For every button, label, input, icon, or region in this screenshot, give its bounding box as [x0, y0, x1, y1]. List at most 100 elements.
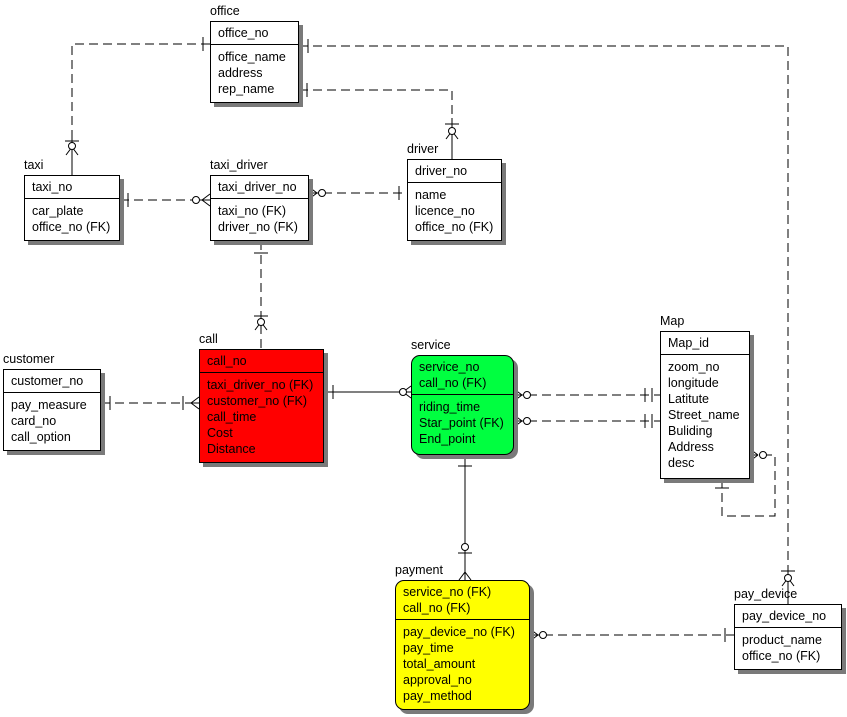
attribute-section: taxi_no (FK)driver_no (FK) [211, 199, 308, 235]
primary-key-section: customer_no [4, 370, 100, 393]
attribute: call_time [207, 410, 257, 424]
attribute: approval_no [403, 673, 472, 687]
attribute: rep_name [218, 82, 275, 96]
primary-key-attribute: call_no (FK) [403, 601, 471, 615]
attribute: total_amount [403, 657, 476, 671]
attribute: Latitute [668, 392, 710, 406]
connector-line [529, 628, 539, 636]
optional-circle [68, 142, 76, 150]
entity-payment[interactable]: payment service_no (FK)call_no (FK) pay_… [395, 563, 530, 710]
connector-line [458, 571, 466, 581]
attribute: office_name [218, 50, 286, 64]
primary-key-attribute: driver_no [415, 164, 468, 178]
attribute: card_no [11, 414, 57, 428]
entity-taxi-driver[interactable]: taxi_driver taxi_driver_no taxi_no (FK)d… [210, 158, 309, 241]
relationship-taxi_driver-call[interactable] [254, 241, 268, 349]
connector-line [513, 388, 523, 396]
connector-line [190, 396, 200, 404]
attribute: car_plate [32, 204, 84, 218]
entity-title: Map [660, 314, 685, 328]
attribute: licence_no [415, 204, 475, 218]
entity-title: call [199, 332, 218, 346]
optional-circle [448, 127, 456, 135]
relationship-map-service-2[interactable] [513, 414, 660, 428]
entity-box: taxi_no car_plate office_no (FK) [24, 175, 120, 241]
primary-key-section: service_no (FK)call_no (FK) [396, 581, 529, 620]
attribute: Street_name [668, 408, 740, 422]
connector-line [464, 571, 472, 581]
relationship-taxi-taxi_driver[interactable] [120, 193, 211, 207]
attribute: taxi_no (FK) [218, 204, 287, 218]
attribute: Buliding [668, 424, 713, 438]
optional-circle [192, 196, 200, 204]
attribute: Cost [207, 426, 233, 440]
primary-key-section: driver_no [408, 160, 501, 183]
primary-key-section: office_no [211, 22, 298, 45]
optional-circle [539, 631, 547, 639]
entity-title: taxi [24, 158, 44, 172]
relationship-driver-taxi_driver[interactable] [308, 186, 407, 200]
primary-key-attribute: call_no (FK) [419, 376, 487, 390]
connector-line [299, 45, 789, 565]
relationship-office-driver[interactable] [299, 83, 459, 159]
connector-line [190, 402, 200, 410]
connector-line [749, 454, 759, 462]
relationship-map-service-1[interactable] [513, 388, 660, 402]
attribute: Distance [207, 442, 256, 456]
entity-taxi[interactable]: taxi taxi_no car_plate office_no (FK) [24, 158, 120, 241]
relationship-service-payment[interactable] [458, 455, 472, 581]
attribute: pay_device_no (FK) [403, 625, 515, 639]
attribute: End_point [419, 432, 476, 446]
optional-circle [399, 388, 407, 396]
optional-circle [523, 417, 531, 425]
connector-line [749, 448, 759, 456]
optional-circle [257, 318, 265, 326]
attribute: zoom_no [668, 360, 720, 374]
connector-line [71, 43, 210, 135]
attribute: customer_no (FK) [207, 394, 308, 408]
attribute: longitude [668, 376, 719, 390]
primary-key-section: taxi_no [25, 176, 119, 199]
optional-circle [759, 451, 767, 459]
primary-key-section: call_no [200, 350, 323, 373]
optional-circle [461, 543, 469, 551]
entity-box: service_no (FK)call_no (FK) pay_device_n… [395, 580, 530, 710]
relationship-pay_device-payment[interactable] [529, 628, 734, 642]
relationship-call-service[interactable] [324, 385, 412, 399]
relationship-map-map[interactable] [715, 448, 776, 517]
entity-title: driver [407, 142, 439, 156]
optional-circle [784, 574, 792, 582]
relationship-customer-call[interactable] [101, 396, 200, 410]
connector-line [201, 193, 211, 201]
connector-line [513, 420, 523, 428]
entity-box: call_no taxi_driver_no (FK)customer_no (… [199, 349, 324, 463]
connector-line [513, 394, 523, 402]
relationship-office-pay_device[interactable] [299, 39, 795, 604]
entity-call[interactable]: call call_no taxi_driver_no (FK)customer… [199, 332, 324, 463]
relationship-office-taxi[interactable] [65, 37, 210, 175]
connector-line [513, 414, 523, 422]
attribute: riding_time [419, 400, 481, 414]
attribute: office_no (FK) [742, 649, 821, 663]
primary-key-section: Map_id [661, 332, 749, 355]
attribute: office_no (FK) [32, 220, 111, 234]
attribute: Address [668, 440, 714, 454]
primary-key-attribute: Map_id [668, 336, 709, 350]
attribute: pay_method [403, 689, 472, 703]
optional-circle [523, 391, 531, 399]
